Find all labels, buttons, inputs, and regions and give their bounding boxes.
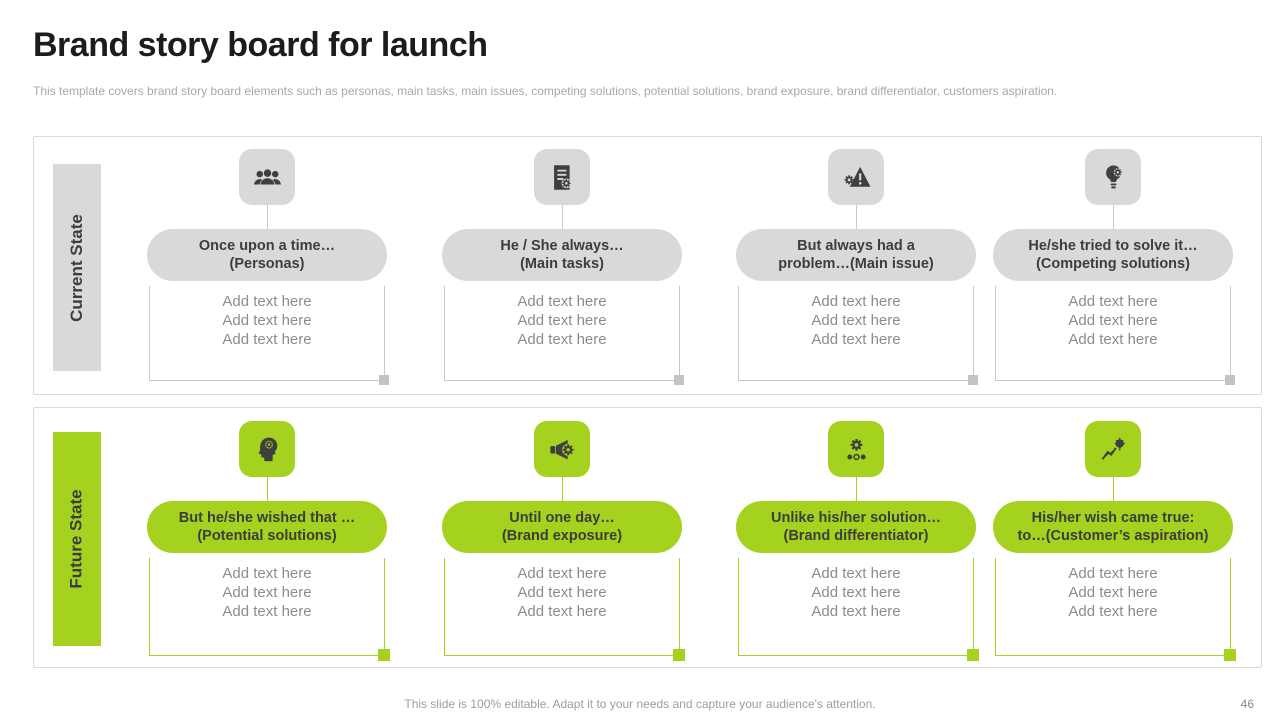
personas-icon xyxy=(239,149,295,205)
stage-pill-line2: (Competing solutions) xyxy=(1036,256,1190,272)
text-placeholder[interactable]: Add text here xyxy=(1068,312,1158,329)
stage-pill: His/her wish came true: to…(Customer’s a… xyxy=(993,501,1233,553)
stage-pill-line2: to…(Customer’s aspiration) xyxy=(1017,528,1209,544)
text-placeholder[interactable]: Add text here xyxy=(811,584,901,601)
corner-handle xyxy=(379,375,389,385)
corner-handle xyxy=(1224,649,1236,661)
corner-handle xyxy=(378,649,390,661)
text-placeholder[interactable]: Add text here xyxy=(1068,331,1158,348)
text-placeholder[interactable]: Add text here xyxy=(1068,565,1158,582)
storyboard-column-brand-differentiator: Unlike his/her solution… (Brand differen… xyxy=(736,421,979,661)
corner-handle xyxy=(674,375,684,385)
text-area-bracket: Add text here Add text here Add text her… xyxy=(444,558,685,661)
current-state-label-bar: Current State xyxy=(53,164,101,371)
text-area-bracket: Add text here Add text here Add text her… xyxy=(738,286,978,385)
storyboard-column-main-issue: But always had a problem…(Main issue) Ad… xyxy=(736,149,978,385)
text-placeholder[interactable]: Add text here xyxy=(811,603,901,620)
main-tasks-icon xyxy=(534,149,590,205)
stage-pill-line1: But he/she wished that … xyxy=(178,510,356,526)
storyboard-column-customers-aspiration: His/her wish came true: to…(Customer’s a… xyxy=(993,421,1236,661)
connector-line xyxy=(561,477,563,501)
text-placeholder[interactable]: Add text here xyxy=(811,293,901,310)
text-area-bracket: Add text here Add text here Add text her… xyxy=(149,286,389,385)
text-placeholder[interactable]: Add text here xyxy=(517,293,607,310)
text-placeholder[interactable]: Add text here xyxy=(222,565,312,582)
text-placeholder[interactable]: Add text here xyxy=(1068,293,1158,310)
stage-pill-line2: (Main tasks) xyxy=(520,256,604,272)
connector-line xyxy=(1112,477,1114,501)
corner-handle xyxy=(673,649,685,661)
corner-handle xyxy=(1225,375,1235,385)
text-area-bracket: Add text here Add text here Add text her… xyxy=(995,558,1236,661)
section-label: Future State xyxy=(67,489,86,589)
stage-pill: But he/she wished that … (Potential solu… xyxy=(147,501,387,553)
future-state-section: Future State But he/she wished that … (P… xyxy=(33,407,1262,668)
customers-aspiration-icon xyxy=(1085,421,1141,477)
future-state-label-bar: Future State xyxy=(53,432,101,646)
stage-pill: But always had a problem…(Main issue) xyxy=(736,229,976,281)
stage-pill: He / She always… (Main tasks) xyxy=(442,229,682,281)
connector-line xyxy=(855,477,857,501)
stage-pill: Until one day… (Brand exposure) xyxy=(442,501,682,553)
text-placeholder[interactable]: Add text here xyxy=(517,584,607,601)
text-placeholder[interactable]: Add text here xyxy=(811,331,901,348)
connector-line xyxy=(1112,205,1114,229)
competing-solutions-icon xyxy=(1085,149,1141,205)
text-placeholder[interactable]: Add text here xyxy=(222,293,312,310)
stage-pill-line1: He / She always… xyxy=(500,238,624,254)
stage-pill-line1: But always had a xyxy=(797,238,915,254)
text-placeholder[interactable]: Add text here xyxy=(1068,584,1158,601)
text-area-bracket: Add text here Add text here Add text her… xyxy=(444,286,684,385)
page-number: 46 xyxy=(1240,697,1254,711)
text-placeholder[interactable]: Add text here xyxy=(222,584,312,601)
stage-pill: Once upon a time… (Personas) xyxy=(147,229,387,281)
main-issue-icon xyxy=(828,149,884,205)
text-area-bracket: Add text here Add text here Add text her… xyxy=(738,558,979,661)
storyboard-column-main-tasks: He / She always… (Main tasks) Add text h… xyxy=(442,149,684,385)
text-placeholder[interactable]: Add text here xyxy=(517,565,607,582)
storyboard-column-brand-exposure: Until one day… (Brand exposure) Add text… xyxy=(442,421,685,661)
stage-pill-line1: His/her wish came true: xyxy=(1031,510,1195,526)
storyboard-column-personas: Once upon a time… (Personas) Add text he… xyxy=(147,149,389,385)
connector-line xyxy=(266,477,268,501)
stage-pill-line2: (Brand exposure) xyxy=(501,528,623,544)
footer-note: This slide is 100% editable. Adapt it to… xyxy=(404,697,876,711)
stage-pill-line1: Once upon a time… xyxy=(198,238,336,254)
text-placeholder[interactable]: Add text here xyxy=(222,331,312,348)
section-label: Current State xyxy=(67,213,86,322)
stage-pill-line2: (Personas) xyxy=(229,256,305,272)
storyboard-column-potential-solutions: But he/she wished that … (Potential solu… xyxy=(147,421,390,661)
slide-subtitle: This template covers brand story board e… xyxy=(33,84,1058,98)
text-placeholder[interactable]: Add text here xyxy=(222,312,312,329)
stage-pill-line1: Unlike his/her solution… xyxy=(771,510,941,526)
text-placeholder[interactable]: Add text here xyxy=(811,312,901,329)
text-placeholder[interactable]: Add text here xyxy=(517,312,607,329)
potential-solutions-icon xyxy=(239,421,295,477)
text-placeholder[interactable]: Add text here xyxy=(517,331,607,348)
stage-pill-line2: problem…(Main issue) xyxy=(778,256,934,272)
corner-handle xyxy=(967,649,979,661)
text-placeholder[interactable]: Add text here xyxy=(222,603,312,620)
connector-line xyxy=(561,205,563,229)
stage-pill: Unlike his/her solution… (Brand differen… xyxy=(736,501,976,553)
connector-line xyxy=(266,205,268,229)
text-placeholder[interactable]: Add text here xyxy=(811,565,901,582)
stage-pill: He/she tried to solve it… (Competing sol… xyxy=(993,229,1233,281)
brand-exposure-icon xyxy=(534,421,590,477)
stage-pill-line2: (Brand differentiator) xyxy=(783,528,929,544)
page-title: Brand story board for launch xyxy=(33,26,488,64)
corner-handle xyxy=(968,375,978,385)
stage-pill-line2: (Potential solutions) xyxy=(197,528,337,544)
storyboard-column-competing-solutions: He/she tried to solve it… (Competing sol… xyxy=(993,149,1235,385)
brand-differentiator-icon xyxy=(828,421,884,477)
stage-pill-line1: He/she tried to solve it… xyxy=(1028,238,1198,254)
connector-line xyxy=(855,205,857,229)
stage-pill-line1: Until one day… xyxy=(509,510,615,526)
text-placeholder[interactable]: Add text here xyxy=(1068,603,1158,620)
text-placeholder[interactable]: Add text here xyxy=(517,603,607,620)
current-state-section: Current State Once upon a time… (Persona… xyxy=(33,136,1262,395)
text-area-bracket: Add text here Add text here Add text her… xyxy=(149,558,390,661)
text-area-bracket: Add text here Add text here Add text her… xyxy=(995,286,1235,385)
